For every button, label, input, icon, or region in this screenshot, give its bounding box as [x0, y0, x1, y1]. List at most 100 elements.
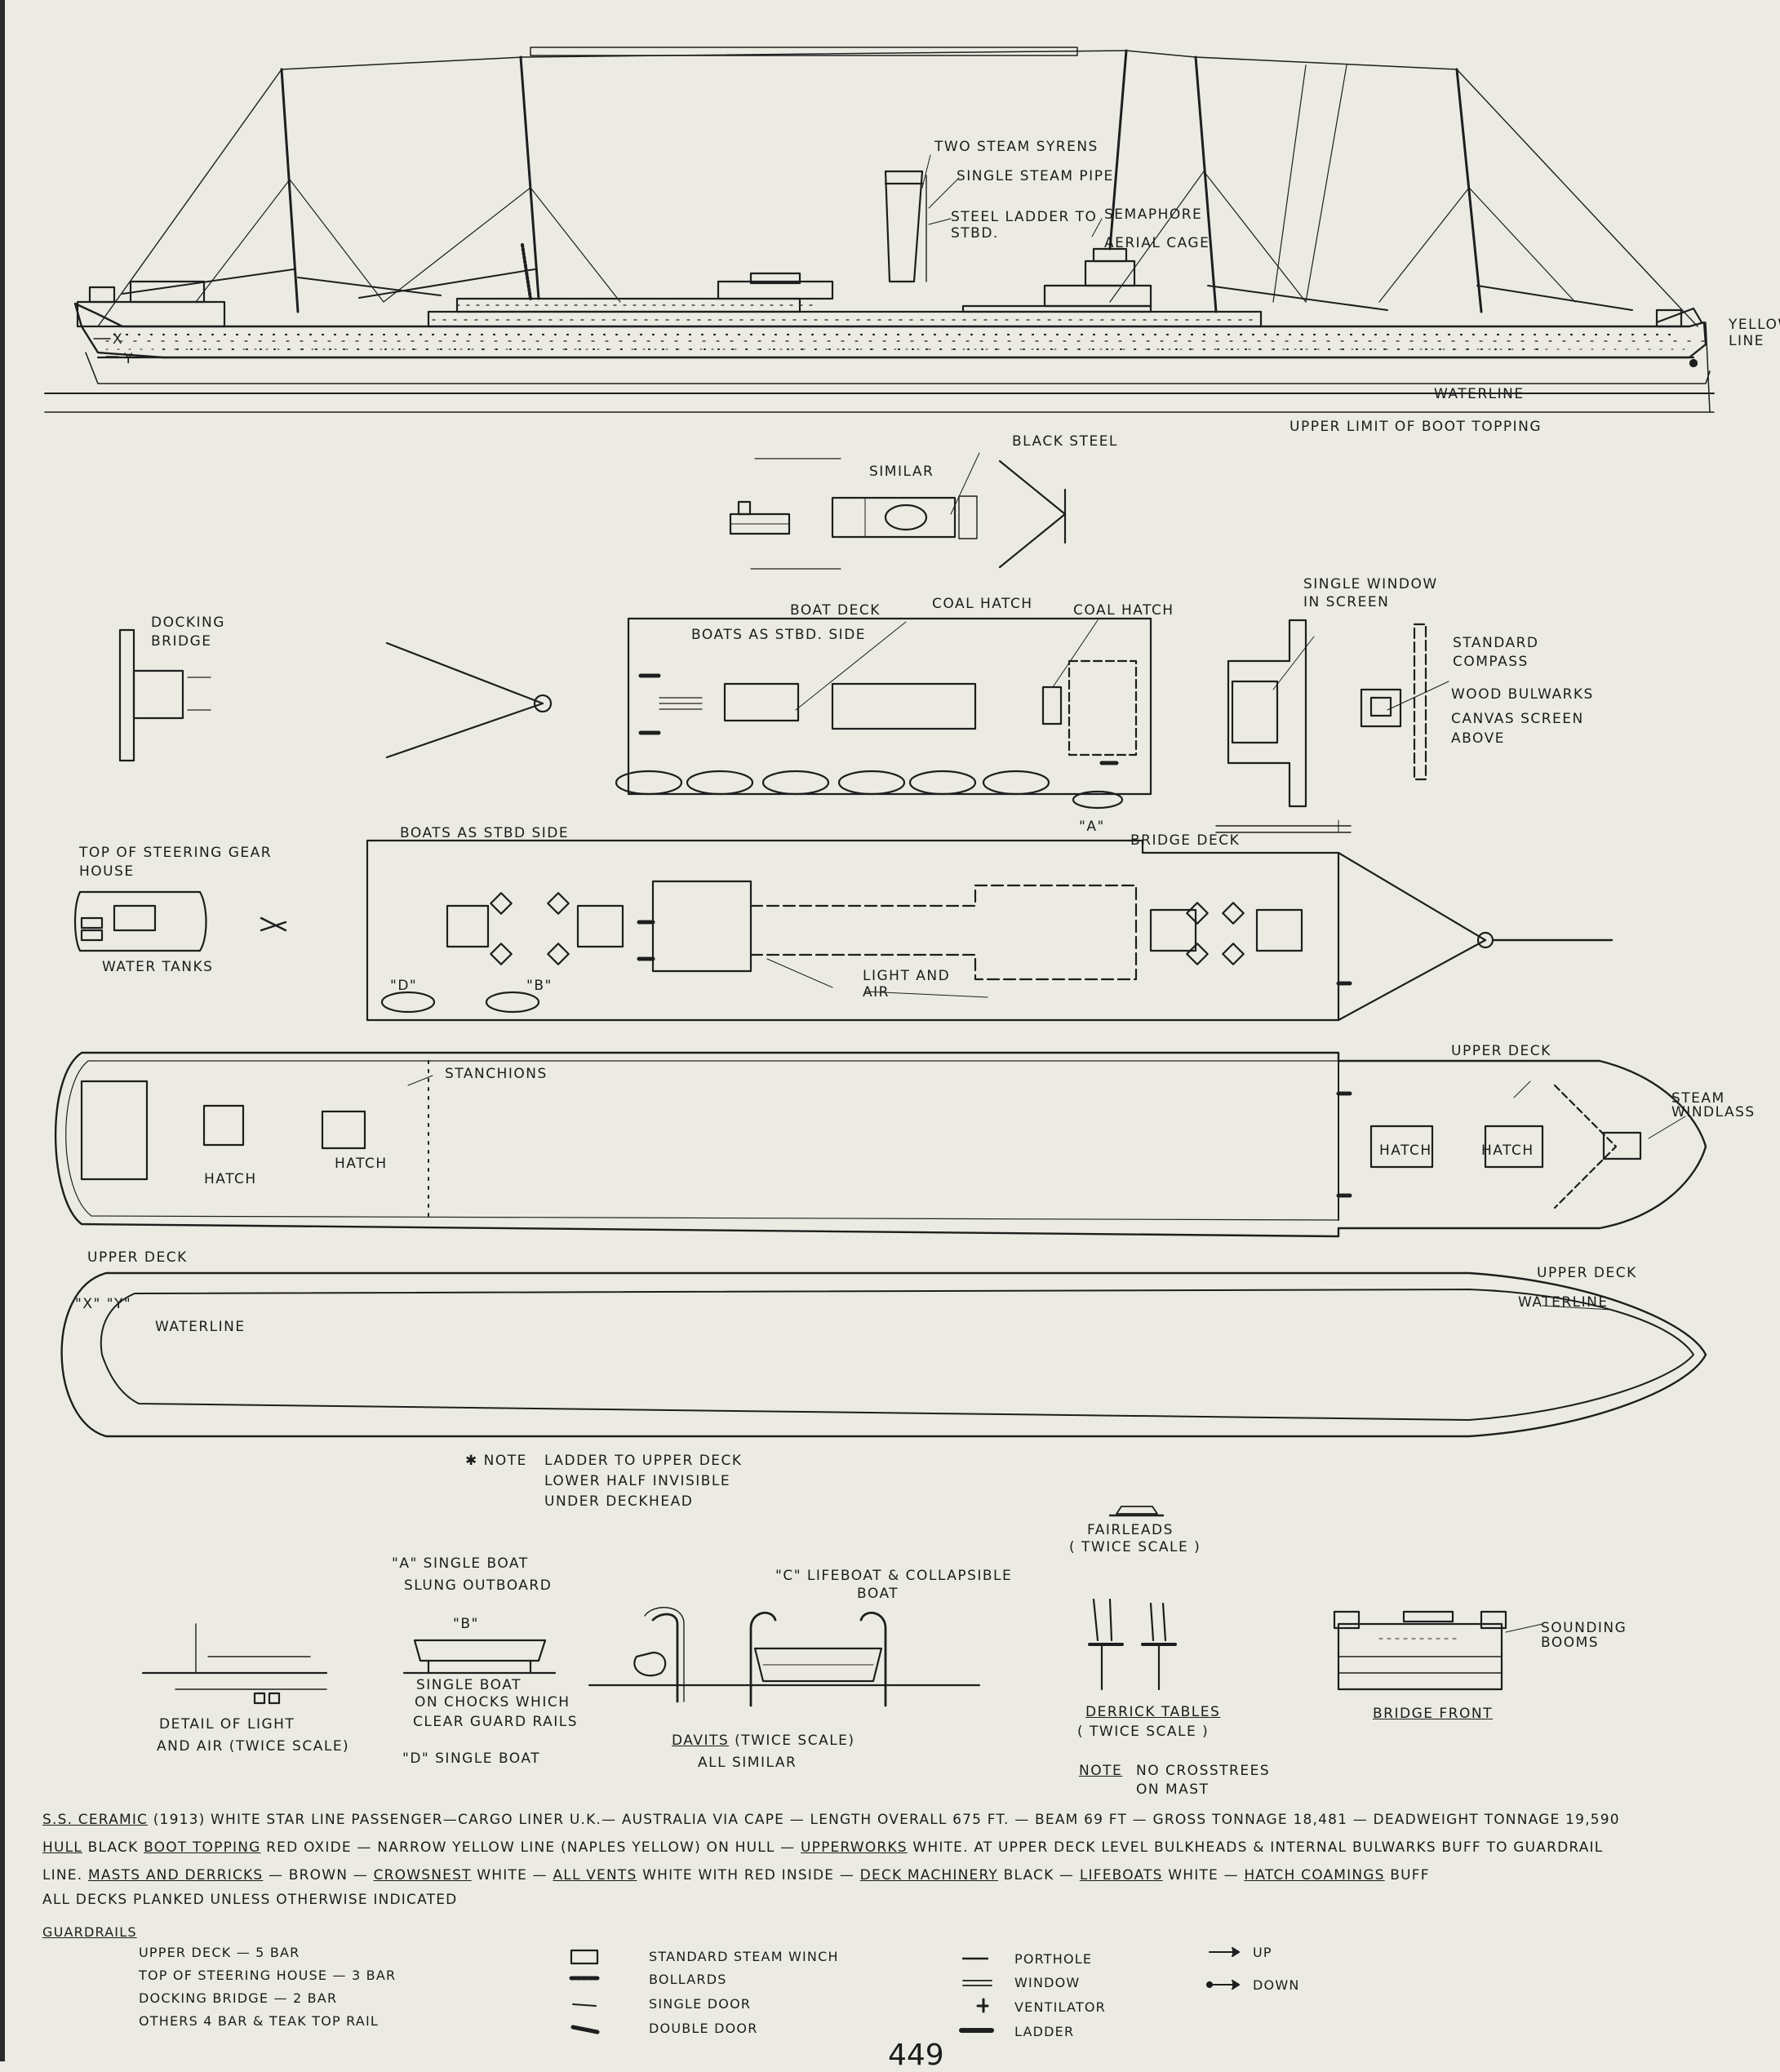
caption-boot-color: RED OXIDE — NARROW YELLOW LINE (NAPLES Y… — [266, 1839, 796, 1856]
label-steel-ladder-stbd: STBD. — [951, 225, 999, 242]
label-note-cross-2: NO CROSSTREES — [1136, 1763, 1271, 1779]
label-single-boat-2: ON CHOCKS WHICH — [415, 1694, 570, 1710]
caption-hull-color: BLACK — [87, 1839, 139, 1856]
label-aerial-cage: AERIAL CAGE — [1104, 235, 1210, 251]
legend-double-door: DOUBLE DOOR — [649, 2021, 758, 2036]
label-coal-hatch-1: COAL HATCH — [932, 596, 1033, 612]
label-boats-stbd-2: BOATS AS STBD SIDE — [400, 825, 570, 841]
label-waterline-right: WATERLINE — [1518, 1294, 1609, 1311]
label-detail-light-2: AND AIR (TWICE SCALE) — [157, 1738, 350, 1755]
label-hatch-2: HATCH — [335, 1156, 388, 1172]
label-c-lifeboat-2: BOAT — [857, 1586, 899, 1602]
boat-deck-plan — [118, 617, 1449, 833]
label-a-single-1: "A" SINGLE BOAT — [392, 1555, 529, 1572]
caption-line-4: ALL DECKS PLANKED UNLESS OTHERWISE INDIC… — [42, 1892, 458, 1908]
label-boat-deck: BOAT DECK — [790, 602, 881, 619]
label-hatch-1: HATCH — [204, 1171, 257, 1187]
label-note-2: LOWER HALF INVISIBLE — [544, 1473, 731, 1489]
label-note-1: LADDER TO UPPER DECK — [544, 1453, 743, 1469]
label-waterline-left: WATERLINE — [155, 1319, 246, 1335]
label-a-single-2: SLUNG OUTBOARD — [404, 1577, 553, 1594]
label-note-cross-3: ON MAST — [1136, 1781, 1210, 1798]
crowsnest-details — [729, 452, 1067, 570]
label-a-mark: "A" — [1079, 819, 1105, 835]
caption-deck-machinery: DECK MACHINERY — [859, 1867, 998, 1883]
legend-single-door: SINGLE DOOR — [649, 1996, 752, 2012]
davits-title: DAVITS — [672, 1733, 730, 1749]
label-single-window-1: SINGLE WINDOW — [1303, 576, 1438, 592]
caption-upperworks-color: WHITE. AT UPPER DECK LEVEL BULKHEADS & I… — [912, 1839, 1604, 1856]
legend-up: UP — [1253, 1945, 1272, 1960]
page-number: 449 — [888, 2039, 944, 2072]
label-steam-windlass-2: WINDLASS — [1671, 1104, 1756, 1120]
label-docking-bridge-1: DOCKING — [151, 615, 225, 631]
caption-masts: MASTS AND DERRICKS — [87, 1867, 264, 1883]
label-single-boat-3: CLEAR GUARD RAILS — [413, 1714, 579, 1730]
label-xy-marks: "X" "Y" — [75, 1296, 132, 1312]
label-derrick-1: DERRICK TABLES — [1085, 1704, 1221, 1720]
label-detail-light-1: DETAIL OF LIGHT — [159, 1716, 295, 1733]
caption-line: LINE. — [42, 1867, 83, 1883]
label-sounding-2: BOOMS — [1541, 1635, 1600, 1651]
label-b-detail: "B" — [453, 1616, 479, 1632]
label-upper-limit-boot: UPPER LIMIT OF BOOT TOPPING — [1290, 419, 1543, 435]
label-d-mark: "D" — [390, 978, 418, 994]
label-standard-compass-2: COMPASS — [1453, 654, 1529, 670]
caption-boot: BOOT TOPPING — [144, 1839, 261, 1856]
label-note-cross-1: NOTE — [1079, 1763, 1123, 1779]
waterline-plan — [60, 1271, 1707, 1438]
legend-steam-winch: STANDARD STEAM WINCH — [649, 1949, 839, 1964]
caption-line-3: LINE. MASTS AND DERRICKS — BROWN — CROWS… — [42, 1869, 1430, 1883]
guardrail-item: DOCKING BRIDGE — 2 BAR — [139, 1990, 338, 2006]
ship-specs: (1913) WHITE STAR LINE PASSENGER—CARGO L… — [153, 1812, 1620, 1828]
legend-ladder: LADDER — [1014, 2024, 1075, 2039]
label-single-steam-pipe: SINGLE STEAM PIPE — [957, 168, 1114, 184]
caption-crowsnest: CROWSNEST — [373, 1867, 472, 1883]
guardrail-item: UPPER DECK — 5 BAR — [139, 1945, 300, 1960]
legend-porthole: PORTHOLE — [1014, 1951, 1093, 1967]
label-sounding-1: SOUNDING — [1541, 1620, 1627, 1636]
label-c-lifeboat-1: "C" LIFEBOAT & COLLAPSIBLE — [775, 1568, 1013, 1584]
label-single-boat-1: SINGLE BOAT — [416, 1677, 522, 1693]
label-semaphore: SEMAPHORE — [1104, 206, 1203, 223]
label-top-steering-1: TOP OF STEERING GEAR — [79, 845, 273, 861]
label-bridge-deck: BRIDGE DECK — [1130, 832, 1241, 849]
label-fairleads-1: FAIRLEADS — [1087, 1522, 1174, 1538]
label-hatch-3: HATCH — [1379, 1142, 1432, 1159]
label-top-steering-2: HOUSE — [79, 863, 135, 880]
label-note-star: ✱ NOTE — [465, 1453, 527, 1469]
bridge-deck-plan — [73, 825, 1614, 1022]
detail-drawings — [141, 1506, 1543, 1707]
label-single-window-2: IN SCREEN — [1303, 594, 1390, 610]
profile-view — [44, 47, 1715, 413]
label-canvas-screen-2: ABOVE — [1451, 730, 1505, 747]
caption-upperworks: UPPERWORKS — [801, 1839, 908, 1856]
label-standard-compass-1: STANDARD — [1453, 635, 1539, 651]
label-y-mark: Y — [124, 351, 134, 367]
label-hatch-4: HATCH — [1481, 1142, 1534, 1159]
legend-symbols — [569, 1946, 1241, 2034]
label-bridge-front: BRIDGE FRONT — [1373, 1706, 1493, 1722]
caption-lifeboats: LIFEBOATS — [1079, 1867, 1163, 1883]
label-black-steel: BLACK STEEL — [1012, 433, 1118, 450]
guardrail-item: OTHERS 4 BAR & TEAK TOP RAIL — [139, 2013, 379, 2029]
davits-scale: (TWICE SCALE) — [735, 1733, 855, 1749]
legend-window: WINDOW — [1014, 1975, 1081, 1990]
label-waterline-profile: WATERLINE — [1434, 386, 1525, 402]
label-davits-1: DAVITS (TWICE SCALE) — [672, 1734, 855, 1748]
caption-hatch-coamings: HATCH COAMINGS — [1244, 1867, 1385, 1883]
label-yellow-line: YELLOW LINE — [1729, 317, 1780, 350]
label-x-mark: X — [113, 331, 124, 348]
label-steam-windlass-1: STEAM — [1671, 1090, 1725, 1107]
label-davits-3: ALL SIMILAR — [698, 1755, 797, 1771]
label-fairleads-2: ( TWICE SCALE ) — [1069, 1539, 1201, 1555]
label-light-air-1: LIGHT AND — [863, 968, 951, 984]
caption-deck-machinery-color: BLACK — — [1003, 1867, 1075, 1883]
page-edge — [0, 0, 5, 2061]
caption-line-2: HULL BLACK BOOT TOPPING RED OXIDE — NARR… — [42, 1841, 1603, 1855]
label-similar: SIMILAR — [869, 464, 934, 480]
label-upper-deck-right: UPPER DECK — [1537, 1265, 1637, 1281]
label-docking-bridge-2: BRIDGE — [151, 633, 212, 650]
label-b-mark: "B" — [526, 978, 553, 994]
